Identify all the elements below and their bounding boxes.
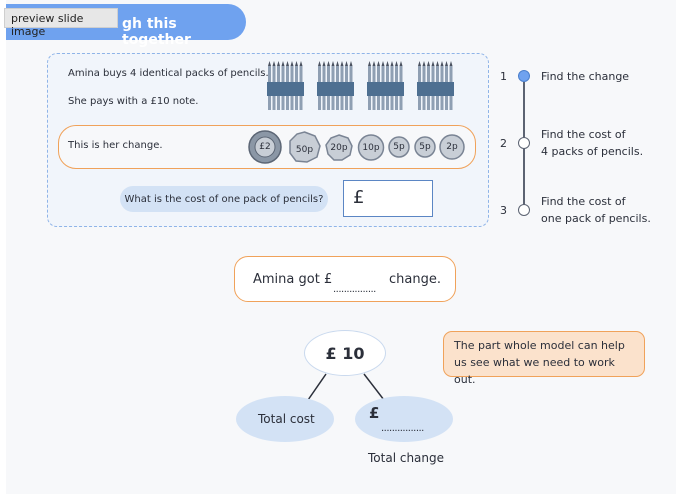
pencil-pack-icon: [267, 61, 304, 110]
change-sentence-box: [234, 256, 456, 302]
coin-2p: 2p: [439, 134, 465, 160]
answer-input-box[interactable]: £: [343, 180, 433, 217]
change-label: This is her change.: [68, 140, 163, 151]
total-change-label: Total change: [368, 451, 445, 465]
part-total-cost-label: Total cost: [258, 412, 315, 426]
coin-20p: 20p: [325, 134, 353, 161]
step-1-line-1: Find the change: [541, 70, 630, 83]
step-1-text: Find the change: [541, 68, 629, 85]
coin-label: £2: [259, 142, 271, 152]
step-2-text: Find the cost of 4 packs of pencils.: [541, 126, 643, 160]
step-3-line-2: one pack of pencils.: [541, 212, 651, 225]
step-1-marker: [518, 70, 530, 82]
coin-50p: 50p: [288, 131, 321, 163]
whole-value: £ 10: [304, 330, 386, 376]
sentence-suffix: change.: [389, 272, 441, 287]
pencil-pack-icon: [417, 61, 454, 110]
step-3-line-1: Find the cost of: [541, 195, 626, 208]
part-total-change-blank[interactable]: ................: [381, 423, 424, 434]
coin-label: 5p: [393, 142, 405, 152]
preview-tag: preview slide image: [4, 8, 118, 38]
coin-label: 2p: [446, 142, 458, 152]
coin-label: 5p: [419, 142, 431, 152]
step-3-number: 3: [500, 204, 507, 217]
step-2-line-1: Find the cost of: [541, 128, 626, 141]
coin-label: 50p: [295, 145, 314, 155]
step-2-line-2: 4 packs of pencils.: [541, 145, 644, 158]
pencil-pack-icon: [317, 61, 354, 110]
coin-5p: 5p: [388, 136, 410, 158]
step-2-marker: [518, 137, 530, 149]
step-3-text: Find the cost of one pack of pencils.: [541, 193, 651, 227]
coin-label: 10p: [362, 142, 380, 153]
sentence-blank[interactable]: ................: [333, 284, 376, 295]
part-pound-symbol: £: [369, 404, 380, 422]
coin-label: 20p: [330, 142, 348, 153]
slide: gh this together Amina buys 4 identical …: [6, 0, 676, 494]
hint-callout: The part whole model can help us see wha…: [443, 331, 645, 386]
pencil-pack-icon: [367, 61, 404, 110]
step-2-number: 2: [500, 137, 507, 150]
sentence-prefix: Amina got £: [253, 272, 333, 287]
title-text: gh this together: [122, 16, 191, 48]
coin-5p: 5p: [414, 136, 436, 158]
part-total-change: [355, 396, 453, 442]
question-line-1: Amina buys 4 identical packs of pencils.: [68, 68, 269, 79]
step-3-marker: [518, 204, 530, 216]
coin-2-pound: £2: [247, 130, 283, 164]
question-line-2: She pays with a £10 note.: [68, 96, 199, 107]
step-1-number: 1: [500, 70, 507, 83]
pound-symbol: £: [353, 187, 365, 208]
question-prompt: What is the cost of one pack of pencils?: [120, 186, 328, 212]
part-total-cost: [236, 396, 334, 442]
coin-10p: 10p: [357, 134, 385, 161]
model-connector-lines: [307, 373, 385, 401]
